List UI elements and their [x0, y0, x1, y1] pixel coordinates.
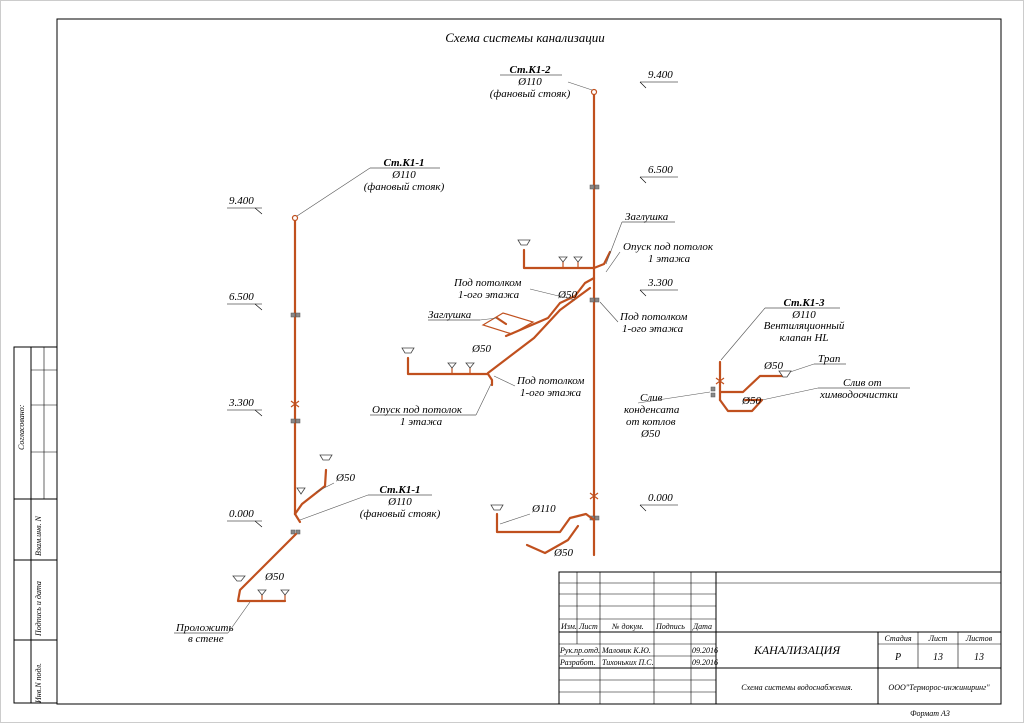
- tb-h-date: Дата: [692, 622, 712, 631]
- k1-3-note1: Вентиляционный: [764, 320, 845, 332]
- elev-mid-3300: 3.300: [647, 277, 673, 289]
- note-condensate-4: Ø50: [640, 428, 660, 440]
- stamp-inv-replace: Взам.инв. N: [34, 515, 43, 556]
- note-d50-branch: Ø50: [471, 343, 491, 355]
- riser-k1-1: [232, 214, 333, 603]
- stamp-inv-orig: Инв.N подл.: [34, 663, 43, 704]
- tb-h-doc: № докум.: [611, 622, 644, 631]
- note-under-ceiling-a1: Под потолком: [453, 277, 521, 289]
- tb-r1-name: Маловик К.Ю.: [601, 646, 651, 655]
- stamp-agreed: Согласовано:: [17, 404, 26, 450]
- k1-1-top-name: Ст.К1-1: [383, 157, 424, 169]
- note-plug-left: Заглушка: [428, 309, 472, 321]
- k1-2-note: (фановый стояк): [490, 88, 571, 100]
- elev-left-6500: 6.500: [229, 291, 254, 303]
- tb-r1-date: 09.2016: [692, 646, 718, 655]
- drawing-frame: [56, 18, 1002, 705]
- note-lay-wall-2: в стене: [188, 633, 224, 645]
- tb-r2-date: 09.2016: [692, 658, 718, 667]
- tb-sheets-label: Листов: [965, 634, 993, 643]
- k1-3-note2: клапан HL: [779, 332, 828, 344]
- note-under-ceiling-b2: 1-ого этажа: [622, 323, 684, 335]
- tb-h-sign: Подпись: [655, 622, 685, 631]
- note-under-ceiling-c2: 1-ого этажа: [520, 387, 582, 399]
- tb-r1-role: Рук.пр.отд.: [559, 646, 600, 655]
- note-lower-ceiling-1b: 1 этажа: [648, 253, 691, 265]
- elevation-marks: 9.400 6.500 3.300 0.000 9.400 6.500 3.30…: [227, 69, 678, 528]
- tb-h-change: Изм.: [560, 622, 577, 631]
- tb-h-sheet: Лист: [578, 622, 598, 631]
- note-plug-upper: Заглушка: [625, 211, 669, 223]
- k1-1-bottom-diameter: Ø110: [387, 496, 412, 508]
- tb-sheet-title: Схема системы водоснабжения.: [741, 683, 852, 692]
- note-d50-bottom: Ø50: [553, 547, 573, 559]
- tb-stage-label: Стадия: [884, 634, 911, 643]
- riser-labels: Ст.К1-2 Ø110 (фановый стояк) Ст.К1-1 Ø11…: [296, 64, 845, 521]
- side-stamp: Согласовано: Взам.инв. N Подпись и дата …: [13, 346, 58, 704]
- elev-left-9400: 9.400: [229, 195, 254, 207]
- elev-left-3300: 3.300: [228, 397, 254, 409]
- elev-left-0000: 0.000: [229, 508, 254, 520]
- k1-1-bottom-note: (фановый стояк): [360, 508, 441, 520]
- callouts: Заглушка Опуск под потолок 1 этажа Под п…: [174, 211, 910, 645]
- note-lay-wall-1: Проложить: [175, 622, 234, 634]
- tb-stage: Р: [894, 652, 901, 663]
- note-dry-clean-1: Слив от: [843, 377, 882, 389]
- note-d50-k11: Ø50: [335, 472, 355, 484]
- note-dry-clean-2: химводоочистки: [819, 389, 898, 401]
- k1-2-diameter: Ø110: [517, 76, 542, 88]
- tb-company: ООО"Терморос-инжиниринг": [888, 683, 990, 692]
- stamp-sign-date: Подпись и дата: [34, 581, 43, 637]
- note-under-ceiling-b1: Под потолком: [619, 311, 687, 323]
- k1-2-name: Ст.К1-2: [509, 64, 551, 76]
- tb-r2-name: Тихоньких П.С.: [602, 658, 654, 667]
- elev-mid-9400: 9.400: [648, 69, 673, 81]
- note-d50-mid: Ø50: [557, 289, 577, 301]
- note-lower-ceiling-2: Опуск под потолок: [372, 404, 463, 416]
- note-under-ceiling-a2: 1-ого этажа: [458, 289, 520, 301]
- note-condensate-2: конденсата: [624, 404, 680, 416]
- tb-format: Формат А3: [910, 709, 950, 718]
- note-lower-ceiling-1: Опуск под потолок: [623, 241, 714, 253]
- riser-k1-2: [401, 88, 612, 557]
- tb-section: КАНАЛИЗАЦИЯ: [753, 643, 841, 657]
- k1-1-top-note: (фановый стояк): [364, 181, 445, 193]
- note-d110-bottom: Ø110: [531, 503, 556, 515]
- title-block: Изм. Лист № докум. Подпись Дата Рук.пр.о…: [558, 571, 1002, 718]
- note-lower-ceiling-2b: 1 этажа: [400, 416, 443, 428]
- tb-sheet: 13: [933, 652, 943, 663]
- elev-mid-0000: 0.000: [648, 492, 673, 504]
- note-drain: Трап: [818, 353, 841, 365]
- elev-mid-6500: 6.500: [648, 164, 673, 176]
- note-condensate-1: Слив: [640, 392, 663, 404]
- k1-3-name: Ст.К1-3: [783, 297, 825, 309]
- note-condensate-3: от котлов: [626, 416, 676, 428]
- note-under-ceiling-c1: Под потолком: [516, 375, 584, 387]
- note-d50-floor: Ø50: [264, 571, 284, 583]
- k1-1-bottom-name: Ст.К1-1: [379, 484, 420, 496]
- tb-sheet-label: Лист: [928, 634, 948, 643]
- riser-k1-3: [710, 360, 792, 413]
- note-d50-k13b: Ø50: [741, 395, 761, 407]
- drawing-title: Схема системы канализации: [445, 30, 605, 45]
- note-d50-k13a: Ø50: [763, 360, 783, 372]
- k1-1-top-diameter: Ø110: [391, 169, 416, 181]
- tb-sheets: 13: [974, 652, 984, 663]
- k1-3-diameter: Ø110: [791, 309, 816, 321]
- tb-r2-role: Разработ.: [559, 658, 596, 667]
